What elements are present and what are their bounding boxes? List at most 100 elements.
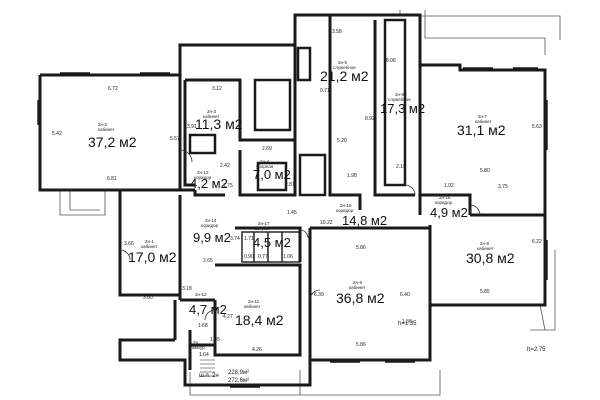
dim-label: 2.81 <box>285 182 295 188</box>
dim-label: 2.69 <box>262 146 272 152</box>
area-room-6: 17,3 м2 <box>380 101 425 116</box>
room-1-name: кабинет <box>141 244 158 249</box>
room-16-name: коридор <box>435 200 453 205</box>
room-6-name: служебное <box>388 97 411 102</box>
small-height-note: h=1.35 <box>398 321 417 327</box>
dim-label: 5.86 <box>356 245 366 251</box>
room-8-code: 2н-8 <box>480 241 489 246</box>
dim-label: 5.85 <box>480 289 490 295</box>
room-6-code: 2н-6 <box>395 92 404 97</box>
totals-label: ш.п. 2н <box>199 373 219 379</box>
dim-label: 8.06 <box>386 58 396 64</box>
dim-label: 2.15 <box>396 164 406 170</box>
room-13-code: 2н-13 <box>197 170 209 175</box>
dim-label: 6.81 <box>107 176 117 182</box>
dim-label: 3.74 <box>230 236 240 242</box>
dim-label: 3.58 <box>332 29 342 35</box>
plan-notes: h=2.75 h=1.35 ш.п. 2н 228,9м² 272,6м² <box>199 321 546 384</box>
dim-label: 5.63 <box>532 124 542 130</box>
dim-label: 6.72 <box>108 86 118 92</box>
room-15-name: коридор <box>336 208 354 213</box>
area-room-16: 4,9 м2 <box>430 205 468 220</box>
dim-label: 1.92 <box>444 183 454 189</box>
area-room-14: 9,9 м2 <box>193 230 231 245</box>
dim-label: 5.86 <box>356 342 366 348</box>
dim-label: 6.22 <box>532 239 542 245</box>
area-room-12: 4,7 м2 <box>189 302 227 317</box>
dim-label: 2.42 <box>220 163 230 169</box>
window-marks <box>37 67 548 388</box>
dim-label: 1.75 <box>223 183 233 189</box>
dim-label: 0.77 <box>258 254 268 260</box>
dim-label: 4.27 <box>223 314 233 320</box>
room-2-code: 2н-2 <box>98 122 107 127</box>
dimension-labels: 6.72 5.42 5.57 6.81 3.12 3.91 2.69 2.42 … <box>52 29 542 358</box>
dim-label: 1.45 <box>287 210 297 216</box>
dim-label: 1.36 <box>402 319 412 325</box>
area-room-13: 4,2 м2 <box>190 176 228 191</box>
dim-label: 3.75 <box>498 184 508 190</box>
dim-label: 1.68 <box>198 323 208 329</box>
area-room-1: 17,0 м2 <box>128 249 177 265</box>
area-room-15: 14,8 м2 <box>342 213 387 228</box>
total-area-1: 228,9м² <box>228 370 249 376</box>
dim-label: 6.39 <box>314 292 324 298</box>
vestibule-name: тамбур <box>190 345 205 350</box>
room-12-name: коридор <box>192 297 210 302</box>
dim-label: 1.64 <box>199 352 209 358</box>
dim-label: 1.98 <box>347 173 357 179</box>
dim-label: 3.12 <box>212 86 222 92</box>
sanitary-cells <box>241 231 301 263</box>
dim-label: 3.00 <box>143 295 153 301</box>
area-room-17: 4,5 м2 <box>253 235 291 250</box>
room-9-name: кабинет <box>349 285 366 290</box>
dim-label: 3.66 <box>124 241 134 247</box>
dim-label: 1.05 <box>210 337 220 343</box>
room-14-code: 2н-14 <box>205 218 217 223</box>
room-5-code: 2н-5 <box>338 60 347 65</box>
dim-label: 5.80 <box>480 168 490 174</box>
area-room-5: 21,2 м2 <box>320 68 369 84</box>
room-7-code: 2н-7 <box>478 114 487 119</box>
dim-label: 3.91 <box>187 124 197 130</box>
balconies <box>59 10 561 396</box>
dim-label: 2.65 <box>203 258 213 264</box>
dim-label: 8.92 <box>365 116 375 122</box>
room-3-code: 2н-3 <box>207 109 216 114</box>
room-8-name: кабинет <box>477 246 494 251</box>
room-5-name: служебное <box>333 65 356 70</box>
dim-label: 6.40 <box>400 292 410 298</box>
room-3-name: кабинет <box>203 114 220 119</box>
stairs <box>200 359 215 377</box>
dim-label: 1.71 <box>244 236 254 242</box>
room-16-code: 2н-16 <box>439 195 451 200</box>
total-area-2: 272,6м² <box>228 378 249 384</box>
area-room-4: 7,0 м2 <box>253 167 291 182</box>
room-labels: 2н-2 кабинет 2н-3 кабинет 2н-4 уборная 2… <box>98 60 494 350</box>
room-11-code: 2н-11 <box>248 299 260 304</box>
area-room-7: 31,1 м2 <box>457 122 506 138</box>
vestibule-code: 2н <box>193 340 199 345</box>
dim-label: 5.20 <box>337 138 347 144</box>
dim-label: 3.18 <box>182 286 192 292</box>
dim-label: 5.57 <box>170 136 180 142</box>
ceiling-height-note: h=2.75 <box>527 347 546 353</box>
room-4-name: уборная <box>256 164 274 169</box>
room-14-name: коридор <box>201 223 219 228</box>
room-17-code: 2н-17 <box>258 221 270 226</box>
service-shafts <box>188 18 407 197</box>
dim-label: 4.26 <box>252 347 262 353</box>
dim-label: 0.71 <box>320 88 330 94</box>
area-room-8: 30,8 м2 <box>466 250 515 266</box>
dim-label: 1.06 <box>283 254 293 260</box>
room-7-name: кабинет <box>475 119 492 124</box>
dim-label: 0.90 <box>244 254 254 260</box>
doors <box>119 149 481 321</box>
room-15-code: 2н-15 <box>340 203 352 208</box>
area-room-2: 37,2 м2 <box>88 134 137 150</box>
room-areas: 37,2 м2 11,3 м2 7,0 м2 21,2 м2 17,3 м2 3… <box>88 68 515 328</box>
area-room-9: 36,8 м2 <box>336 290 385 306</box>
room-12-code: 2н-12 <box>195 292 207 297</box>
dim-label: 10.22 <box>320 220 333 226</box>
